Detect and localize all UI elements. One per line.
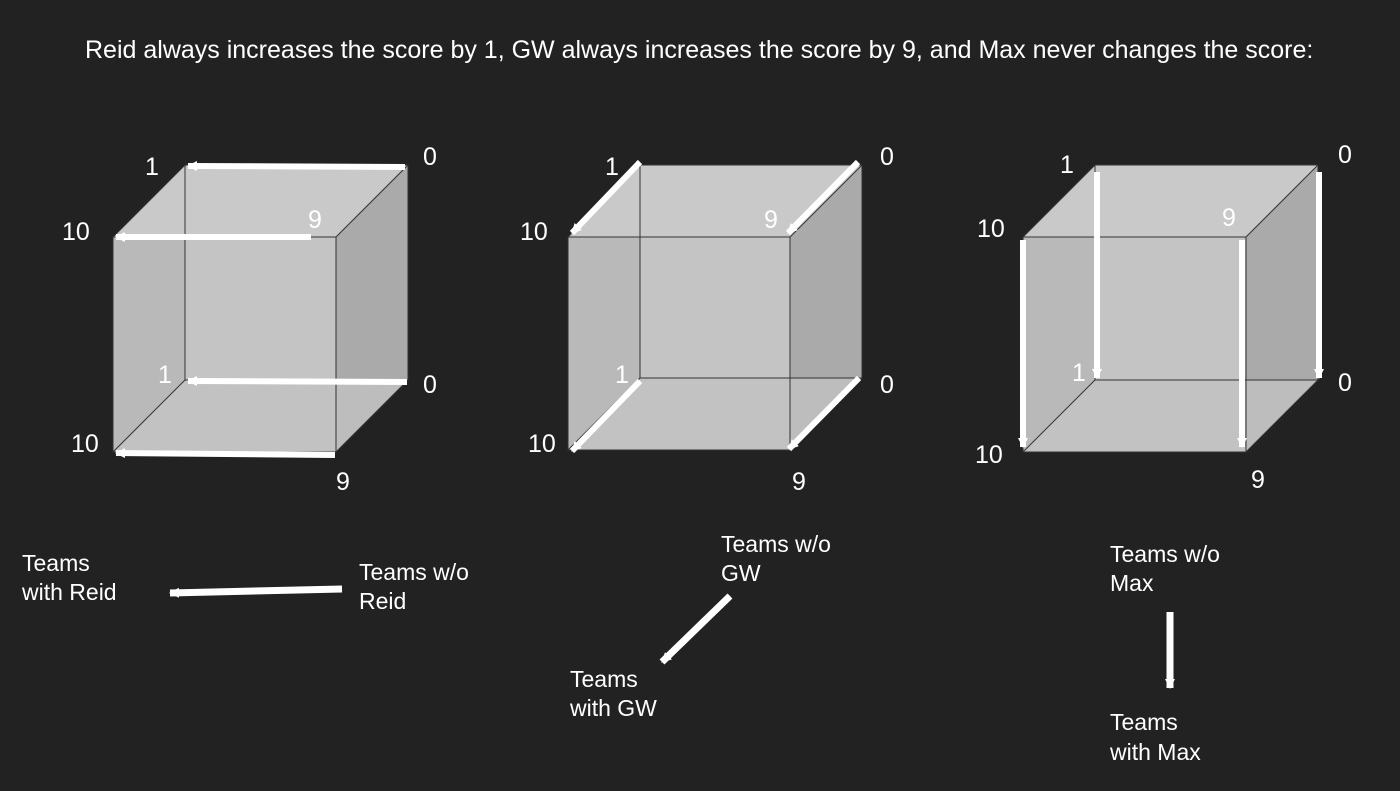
legend-to-line-1: Teams <box>1110 709 1178 735</box>
vertex-label-10-bottom: 10 <box>528 430 556 458</box>
legend-arrow <box>659 593 733 665</box>
arrow-9-to-10-bottom <box>115 448 336 459</box>
vertex-label-0-top: 0 <box>1338 141 1352 169</box>
panel-gw: 0 1 9 10 0 1 9 10 Teams w/o GW Teams wit… <box>520 143 894 721</box>
arrows-gw <box>569 159 862 454</box>
vertex-label-10-bottom: 10 <box>71 430 99 458</box>
vertex-label-0-top: 0 <box>880 143 894 171</box>
vertex-label-9-bottom: 9 <box>1251 466 1265 494</box>
legend-max: Teams w/o Max Teams with Max <box>1109 541 1220 765</box>
vertex-label-9-top: 9 <box>764 206 778 234</box>
cube-front-face <box>113 237 336 452</box>
legend-arrow <box>169 585 343 598</box>
vertex-label-10-top: 10 <box>520 218 548 246</box>
arrow-0-to-9-bottom <box>786 375 862 452</box>
arrow-1-to-10-bottom <box>569 378 643 454</box>
legend-from-line-1: Teams w/o <box>359 559 469 585</box>
vertex-label-1-bottom: 1 <box>158 361 172 389</box>
vertex-label-1-top: 1 <box>1060 151 1074 179</box>
vertex-label-1-top: 1 <box>145 153 159 181</box>
legend-reid: Teams w/o Reid Teams with Reid <box>21 550 469 614</box>
legend-to-line-1: Teams <box>570 666 638 692</box>
cube-max <box>1022 164 1319 453</box>
legend-to-line-2: with Max <box>1109 739 1201 765</box>
vertex-label-9-top: 9 <box>1222 204 1236 232</box>
vertex-label-9-bottom: 9 <box>336 468 350 496</box>
legend-to-line-1: Teams <box>22 550 90 576</box>
vertex-label-1-bottom: 1 <box>1072 359 1086 387</box>
panel-max: 0 1 9 10 0 1 9 10 Teams w/o Max Teams wi… <box>975 141 1352 765</box>
legend-to-line-2: with Reid <box>21 579 117 605</box>
vertex-label-10-bottom: 10 <box>975 441 1003 469</box>
arrow-1-to-10-top <box>569 159 643 236</box>
diagram-title: Reid always increases the score by 1, GW… <box>85 36 1313 64</box>
legend-to-line-2: with GW <box>569 695 657 721</box>
vertex-label-9-top: 9 <box>308 206 322 234</box>
legend-from-line-2: Max <box>1110 570 1154 596</box>
arrows-max <box>1018 172 1324 448</box>
vertex-label-1-bottom: 1 <box>615 361 629 389</box>
legend-from-line-1: Teams w/o <box>721 531 831 557</box>
vertex-label-0-bottom: 0 <box>423 371 437 399</box>
arrow-0-to-1-bottom <box>187 376 408 387</box>
panel-reid: 0 1 9 10 0 1 9 10 Teams w/o Reid Teams w… <box>21 143 469 614</box>
cube-reid <box>112 164 409 453</box>
vertex-label-1-top: 1 <box>605 153 619 181</box>
vertex-label-10-top: 10 <box>62 218 90 246</box>
arrow-0-to-1-top <box>187 161 406 172</box>
legend-from-line-1: Teams w/o <box>1110 541 1220 567</box>
cube-front-face <box>1023 237 1246 452</box>
arrows-reid <box>115 161 408 459</box>
legend-from-line-2: Reid <box>359 588 406 614</box>
vertex-label-0-bottom: 0 <box>1338 369 1352 397</box>
vertex-label-9-bottom: 9 <box>792 468 806 496</box>
cube-top-face <box>113 165 408 237</box>
legend-from-line-2: GW <box>721 560 761 586</box>
legend-gw: Teams w/o GW Teams with GW <box>569 531 831 721</box>
arrow-0-to-9-top <box>785 159 861 236</box>
vertex-label-0-top: 0 <box>423 143 437 171</box>
vertex-label-10-top: 10 <box>977 215 1005 243</box>
vertex-label-0-bottom: 0 <box>880 371 894 399</box>
cube-top-face <box>568 165 862 237</box>
